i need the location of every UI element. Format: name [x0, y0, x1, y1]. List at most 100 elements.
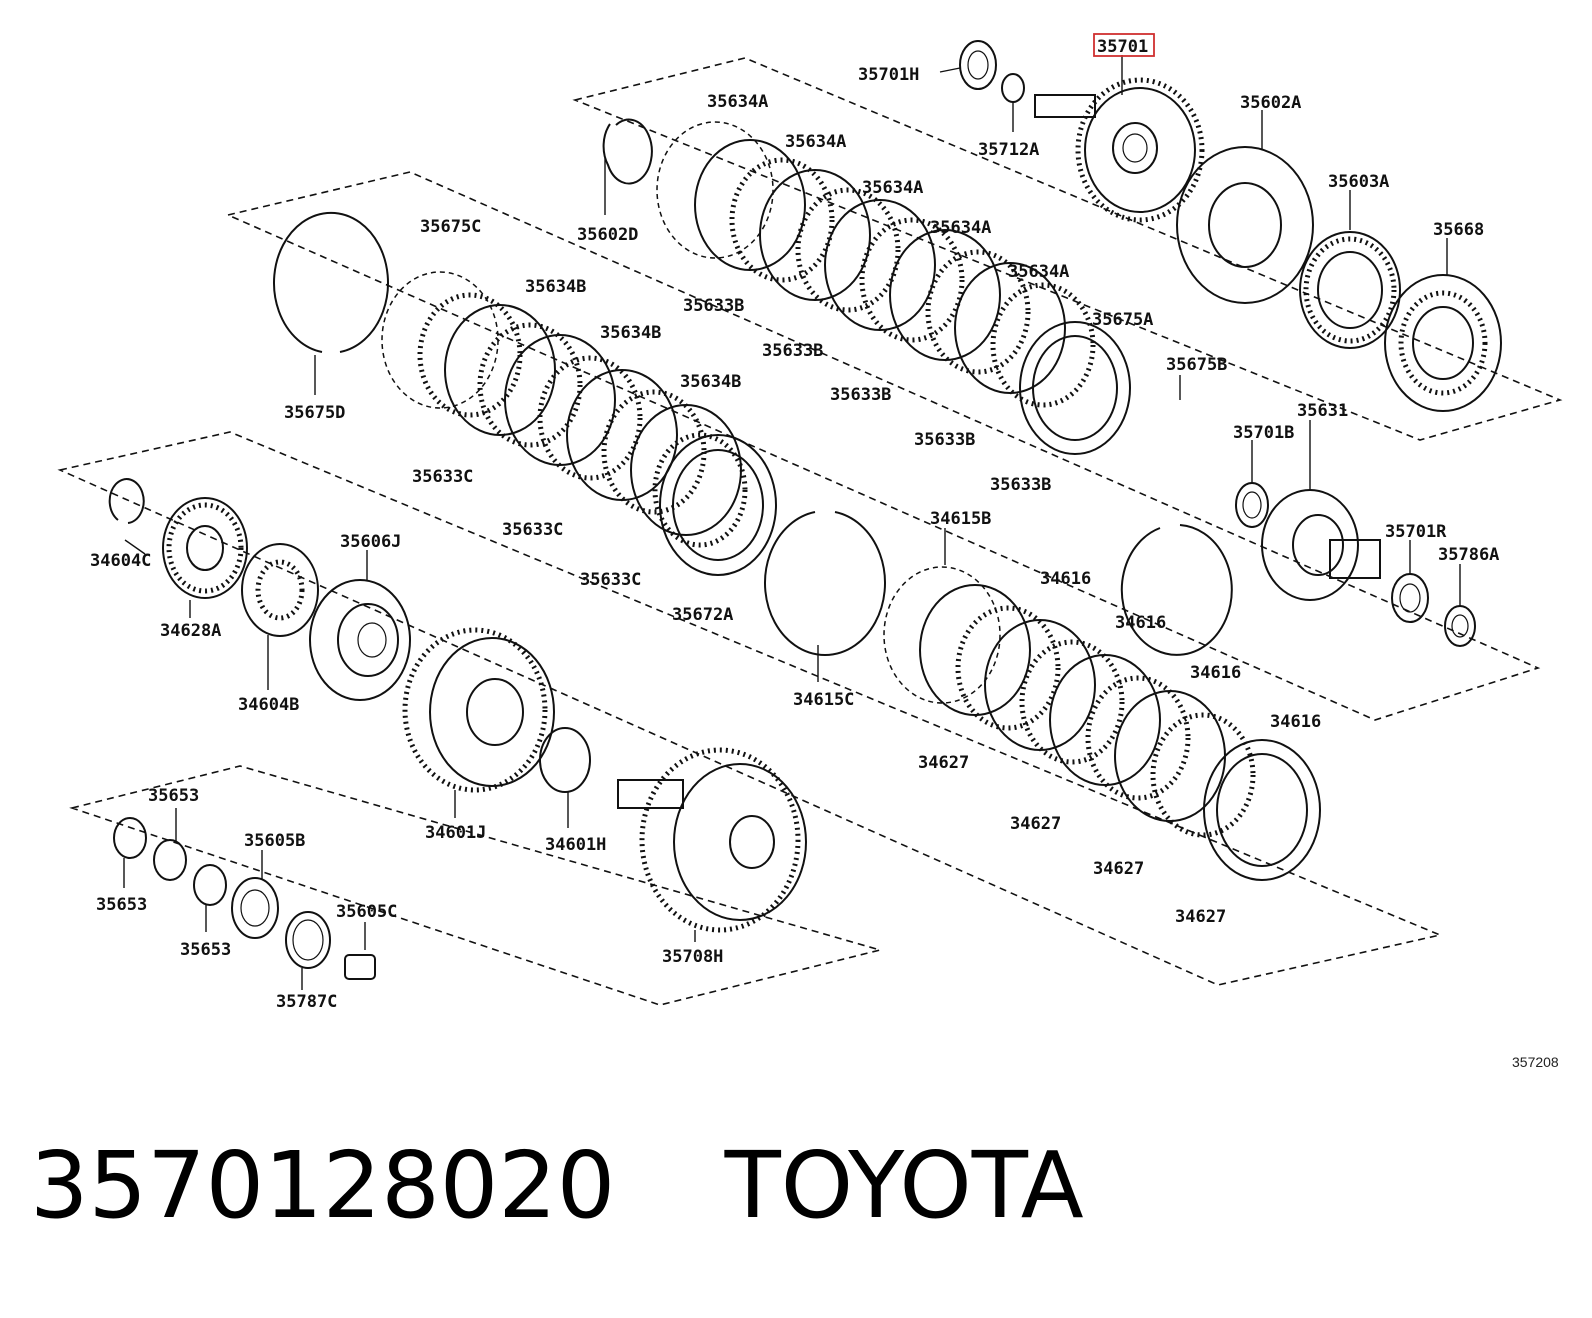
callout-label: 34616	[1115, 613, 1166, 633]
clutch-pack-upper	[656, 121, 1131, 455]
snap-ring-35712a	[1001, 73, 1025, 103]
needle-bearing-35701h	[959, 40, 997, 90]
bearing-34604b	[241, 543, 319, 637]
callout-label: 34627	[918, 753, 969, 773]
callout-label: 35634B	[525, 277, 586, 297]
snap-ring-35602d	[602, 118, 653, 185]
callout-label: 34615C	[793, 690, 854, 710]
callout-label: 35605C	[336, 902, 397, 922]
callout-label: 34616	[1190, 663, 1241, 683]
callout-label: 35675A	[1092, 310, 1153, 330]
callout-label: 35634A	[930, 218, 991, 238]
callout-label: 35634A	[1008, 262, 1069, 282]
callout-label: 35631	[1297, 401, 1348, 421]
callout-label: 35672A	[672, 605, 733, 625]
callout-label: 35787C	[276, 992, 337, 1012]
callout-label: 35653	[96, 895, 147, 915]
callout-label: 34627	[1010, 814, 1061, 834]
race-35787c	[285, 911, 331, 969]
callout-label: 35653	[148, 786, 199, 806]
callout-label: 35633B	[762, 341, 823, 361]
leader-lines	[123, 55, 1461, 990]
snap-ring-35675d	[273, 211, 389, 353]
piston-35602a	[1176, 146, 1314, 304]
intermediate-shaft-35631	[1261, 489, 1381, 601]
highlighted-callout-box	[1093, 33, 1155, 57]
brand-name: TOYOTA	[724, 1132, 1084, 1239]
diagram-reference-number: 357208	[1512, 1054, 1559, 1070]
callout-label: 34604C	[90, 551, 151, 571]
frame-middle	[225, 171, 1541, 721]
callout-label: 35786A	[1438, 545, 1499, 565]
callout-label: 35634B	[680, 372, 741, 392]
callout-label: 35633C	[502, 520, 563, 540]
callout-label: 34601H	[545, 835, 606, 855]
o-ring-34601h	[539, 727, 591, 793]
callout-label: 34628A	[160, 621, 221, 641]
callout-label: 35633B	[914, 430, 975, 450]
callout-label: 34615B	[930, 509, 991, 529]
needle-bearing-35701b	[1235, 482, 1269, 528]
callout-label: 35634A	[707, 92, 768, 112]
callout-label: 35633C	[580, 570, 641, 590]
clutch-pack-middle	[381, 271, 777, 576]
one-way-clutch-35603a	[1299, 231, 1401, 349]
callout-label: 35602A	[1240, 93, 1301, 113]
middle-row-parts	[273, 211, 1321, 881]
drum-34601j	[402, 627, 555, 793]
frame-upper	[572, 57, 1563, 441]
race-35786a	[1444, 605, 1476, 647]
ring-gear-35668	[1384, 274, 1502, 412]
seal-ring-35653-a	[113, 817, 147, 859]
seal-ring-35653-c	[193, 864, 227, 906]
brake-pack-34615b	[883, 566, 1321, 881]
callout-label: 35603A	[1328, 172, 1389, 192]
clutch-drum-35708h	[617, 747, 807, 933]
callout-label: 35633C	[412, 467, 473, 487]
assembly-frames	[57, 57, 1563, 1006]
callout-label: 35633B	[990, 475, 1051, 495]
frame-bottom	[69, 765, 884, 1006]
callout-label: 34616	[1040, 569, 1091, 589]
callout-label: 35701H	[858, 65, 919, 85]
callout-label: 35633B	[683, 296, 744, 316]
callout-label: 35701B	[1233, 423, 1294, 443]
upper-row-parts	[602, 40, 1502, 656]
callout-label: 35602D	[577, 225, 638, 245]
callout-label: 35605B	[244, 831, 305, 851]
callout-label: 35701R	[1385, 522, 1447, 542]
callout-label: 34616	[1270, 712, 1321, 732]
footer-caption: 3570128020 TOYOTA	[30, 1140, 1084, 1232]
callout-label: 35675C	[420, 217, 481, 237]
callout-label: 35606J	[340, 532, 401, 552]
callout-label: 34627	[1175, 907, 1226, 927]
callout-label: 35668	[1433, 220, 1484, 240]
callout-labels: 35701 35701H 35712A 35602A 35603A 35668 …	[90, 65, 1499, 1012]
callout-label: 34601J	[425, 823, 486, 843]
bearing-35605b	[231, 877, 279, 939]
callout-label: 35675B	[1166, 355, 1227, 375]
snap-ring-34615c	[764, 511, 886, 656]
callout-label: 35675D	[284, 403, 345, 423]
clutch-drum-35701	[1034, 77, 1205, 223]
part-number: 3570128020	[30, 1132, 616, 1239]
callout-label: 35633B	[830, 385, 891, 405]
callout-label: 35708H	[662, 947, 723, 967]
seal-ring-35653-b	[153, 839, 187, 881]
callout-label: 35634A	[862, 178, 923, 198]
callout-label: 35653	[180, 940, 231, 960]
bushing-35605c	[344, 954, 376, 980]
gear-34628a	[162, 497, 248, 599]
needle-bearing-35701r	[1391, 573, 1429, 623]
snap-ring-35675b	[1120, 524, 1233, 656]
callout-label: 34627	[1093, 859, 1144, 879]
bottom-row-parts	[113, 747, 807, 980]
callout-label: 35634B	[600, 323, 661, 343]
callout-label: 35634A	[785, 132, 846, 152]
callout-label: 34604B	[238, 695, 299, 715]
callout-label: 35712A	[978, 140, 1039, 160]
highlighted-callout-label: 35701	[1097, 37, 1148, 57]
carrier-35606j	[309, 579, 411, 701]
